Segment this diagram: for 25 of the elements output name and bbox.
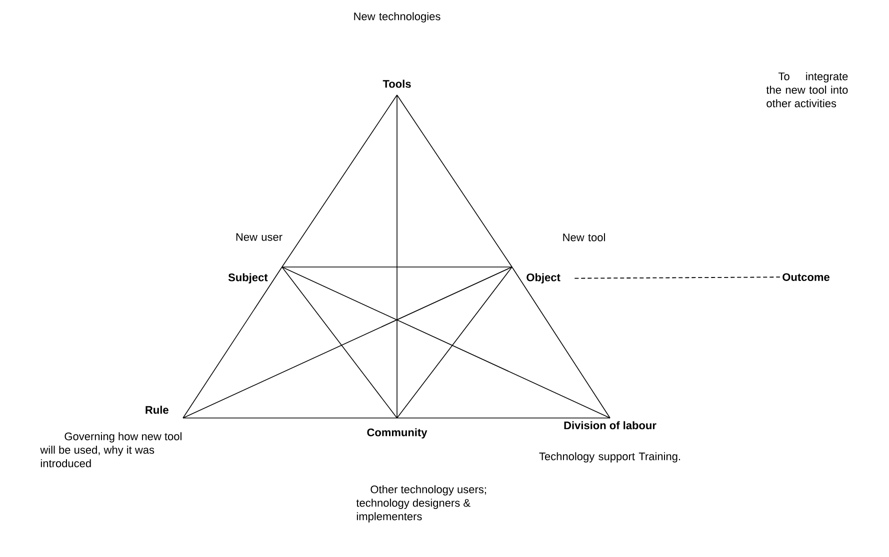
vertex-label: Division of labour xyxy=(564,421,656,430)
line xyxy=(182,266,512,418)
line xyxy=(282,94,398,268)
line xyxy=(182,266,282,418)
line xyxy=(574,276,780,279)
note-text: New tool xyxy=(563,233,605,242)
line xyxy=(396,266,512,418)
vertex-label: Object xyxy=(526,273,560,284)
vertex-label: Community xyxy=(367,428,428,438)
line xyxy=(512,266,610,418)
line xyxy=(282,266,610,418)
line xyxy=(282,266,398,418)
line xyxy=(282,266,512,268)
vertex-label: Tools xyxy=(382,80,411,88)
note-text: Technology support Training. xyxy=(539,452,680,462)
vertex-label: Subject xyxy=(228,273,268,284)
vertex-label: Outcome xyxy=(782,273,830,281)
note-text: New technologies xyxy=(354,12,440,22)
line xyxy=(396,94,398,418)
note-text: Other technology users; technology designers & implementers xyxy=(356,485,486,522)
line xyxy=(396,94,512,268)
vertex-label: Rule xyxy=(146,406,168,414)
note-text: To integrate the new tool into other activities xyxy=(766,72,848,108)
note-text: Governing how new tool will be used, why it was introduced xyxy=(40,432,182,468)
note-text: New user xyxy=(236,233,282,241)
